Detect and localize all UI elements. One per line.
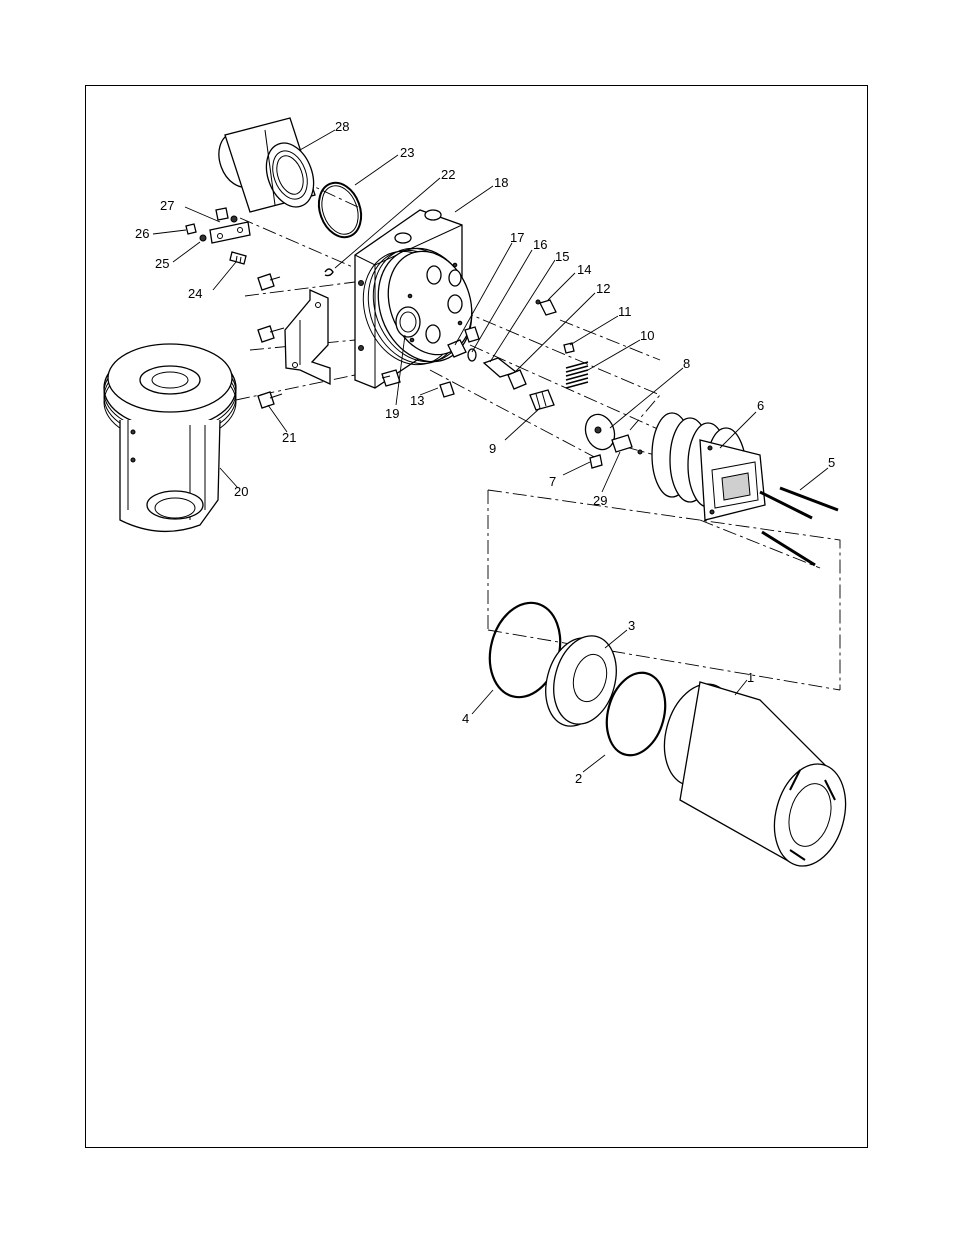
- part-8-disc: [584, 413, 616, 451]
- part-3-diaphragm-ring: [545, 635, 617, 727]
- part-9-valve: [529, 389, 555, 411]
- label-9: 9: [489, 441, 496, 456]
- leader-lines: [152, 129, 829, 773]
- label-28: 28: [335, 119, 349, 134]
- part-number-labels: 28 23 22 18 27 26 25 24 17 16 15 14 12 1…: [135, 119, 835, 786]
- label-23: 23: [400, 145, 414, 160]
- label-15: 15: [555, 249, 569, 264]
- label-11: 11: [618, 304, 632, 319]
- label-5: 5: [828, 455, 835, 470]
- label-24: 24: [188, 286, 202, 301]
- part-27-bracket-plate: [209, 207, 251, 244]
- part-10-spring: [565, 361, 589, 389]
- label-3: 3: [628, 618, 635, 633]
- part-16-seal: [467, 348, 477, 362]
- label-21: 21: [282, 430, 296, 445]
- part-23-o-ring: [317, 181, 363, 239]
- label-18: 18: [494, 175, 508, 190]
- part-21-mounting-bracket: [284, 288, 331, 386]
- label-19: 19: [385, 406, 399, 421]
- label-8: 8: [683, 356, 690, 371]
- part-13-pin: [439, 326, 480, 398]
- label-12: 12: [596, 281, 610, 296]
- label-2: 2: [575, 771, 582, 786]
- part-18-manifold-body: [354, 209, 473, 389]
- part-6-actuator-body: [651, 412, 766, 521]
- part-21-screw: [257, 273, 285, 409]
- label-26: 26: [135, 226, 149, 241]
- part-1-cover: [663, 681, 847, 867]
- part-19-screw: [381, 369, 401, 387]
- label-22: 22: [441, 167, 455, 182]
- part-20-housing: [103, 343, 237, 533]
- label-6: 6: [757, 398, 764, 413]
- label-14: 14: [577, 262, 591, 277]
- part-7-screw: [589, 454, 603, 469]
- part-2-o-ring: [605, 671, 667, 757]
- assembly-centerlines: [235, 179, 841, 691]
- part-25-washer: [199, 234, 207, 242]
- label-25: 25: [155, 256, 169, 271]
- part-14-plug: [535, 299, 557, 316]
- label-17: 17: [510, 230, 524, 245]
- part-17-plug: [447, 339, 467, 358]
- label-7: 7: [549, 474, 556, 489]
- part-24-screw: [229, 251, 247, 265]
- part-5-tie-rods: [759, 486, 839, 567]
- label-13: 13: [410, 393, 424, 408]
- label-20: 20: [234, 484, 248, 499]
- label-27: 27: [160, 198, 174, 213]
- part-12-valve-stem: [507, 369, 527, 390]
- label-1: 1: [747, 670, 754, 685]
- part-29-nozzle: [611, 434, 643, 455]
- figure-border: [85, 85, 868, 1148]
- part-22-clip: [324, 268, 334, 277]
- part-11-screw: [563, 342, 575, 354]
- part-26-nut: [185, 223, 197, 235]
- label-10: 10: [640, 328, 654, 343]
- label-4: 4: [462, 711, 469, 726]
- part-28-threaded-cap: [218, 117, 316, 213]
- label-29: 29: [593, 493, 607, 508]
- label-16: 16: [533, 237, 547, 252]
